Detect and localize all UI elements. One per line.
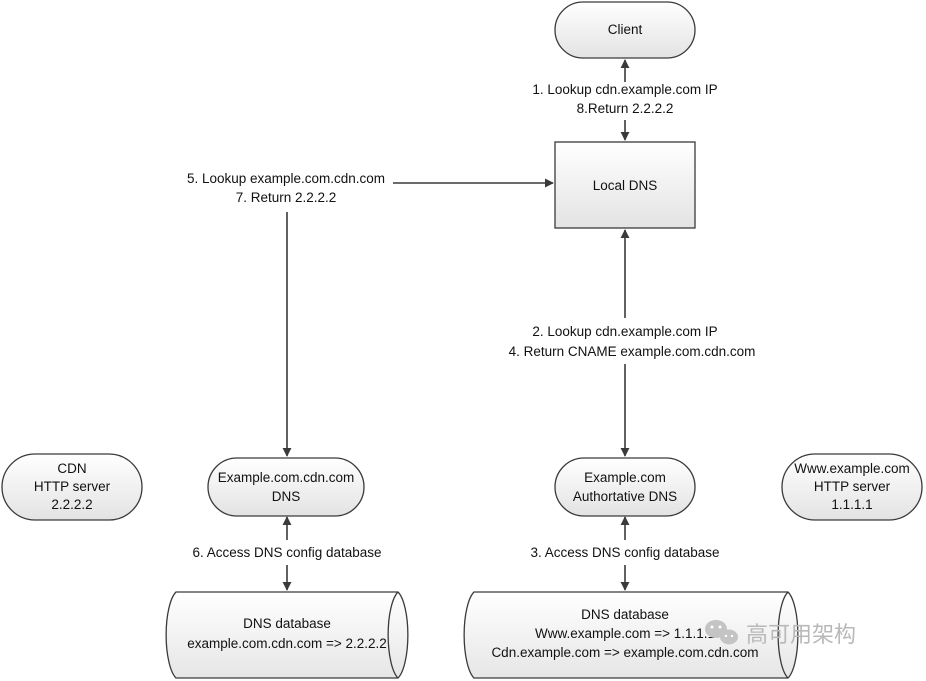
- cdn-dns-line-1: Example.com.cdn.com: [218, 470, 355, 485]
- edge-label-client-local-2: 8.Return 2.2.2.2: [577, 101, 674, 116]
- client-label: Client: [608, 22, 643, 37]
- auth-db-line-1: DNS database: [581, 607, 669, 622]
- watermark: 高可用架构: [705, 620, 856, 648]
- auth-dns-line-1: Example.com: [584, 470, 666, 485]
- node-www-http-server: Www.example.com HTTP server 1.1.1.1: [781, 453, 923, 521]
- node-local-dns: Local DNS: [554, 141, 696, 229]
- cdn-db-line-1: DNS database: [243, 616, 331, 631]
- edge-label-cdn-db: 6. Access DNS config database: [192, 545, 381, 560]
- www-server-line-3: 1.1.1.1: [831, 497, 872, 512]
- auth-dns-line-2: Authortative DNS: [573, 489, 677, 504]
- node-cdn-db: DNS database example.com.cdn.com => 2.2.…: [165, 591, 409, 679]
- watermark-text: 高可用架构: [746, 623, 856, 648]
- edge-label-local-auth-1: 2. Lookup cdn.example.com IP: [532, 324, 717, 339]
- edge-labels: 1. Lookup cdn.example.com IP 8.Return 2.…: [187, 82, 755, 560]
- edge-label-local-auth-2: 4. Return CNAME example.com.cdn.com: [509, 344, 756, 359]
- cdn-db-line-2: example.com.cdn.com => 2.2.2.2: [187, 636, 387, 651]
- local-dns-label: Local DNS: [593, 178, 658, 193]
- connectors: [282, 59, 630, 591]
- edge-label-auth-db: 3. Access DNS config database: [530, 545, 719, 560]
- cdn-dns-line-2: DNS: [272, 489, 301, 504]
- edge-label-cdn-local-2: 7. Return 2.2.2.2: [236, 190, 337, 205]
- cdn-server-line-3: 2.2.2.2: [51, 497, 92, 512]
- www-server-line-2: HTTP server: [814, 479, 891, 494]
- wechat-icon: [705, 620, 738, 645]
- edge-label-client-local-1: 1. Lookup cdn.example.com IP: [532, 82, 717, 97]
- node-cdn-http-server: CDN HTTP server 2.2.2.2: [1, 453, 143, 521]
- node-auth-db: DNS database Www.example.com => 1.1.1.1 …: [463, 591, 799, 679]
- node-auth-dns: Example.com Authortative DNS: [554, 457, 696, 517]
- cdn-server-line-2: HTTP server: [34, 479, 111, 494]
- node-client: Client: [554, 1, 696, 59]
- cdn-server-line-1: CDN: [57, 461, 86, 476]
- edge-label-cdn-local-1: 5. Lookup example.com.cdn.com: [187, 171, 385, 186]
- auth-db-line-2: Www.example.com => 1.1.1.1: [535, 626, 715, 641]
- node-cdn-dns: Example.com.cdn.com DNS: [207, 457, 365, 517]
- www-server-line-1: Www.example.com: [794, 461, 910, 476]
- auth-db-line-3: Cdn.example.com => example.com.cdn.com: [491, 645, 758, 660]
